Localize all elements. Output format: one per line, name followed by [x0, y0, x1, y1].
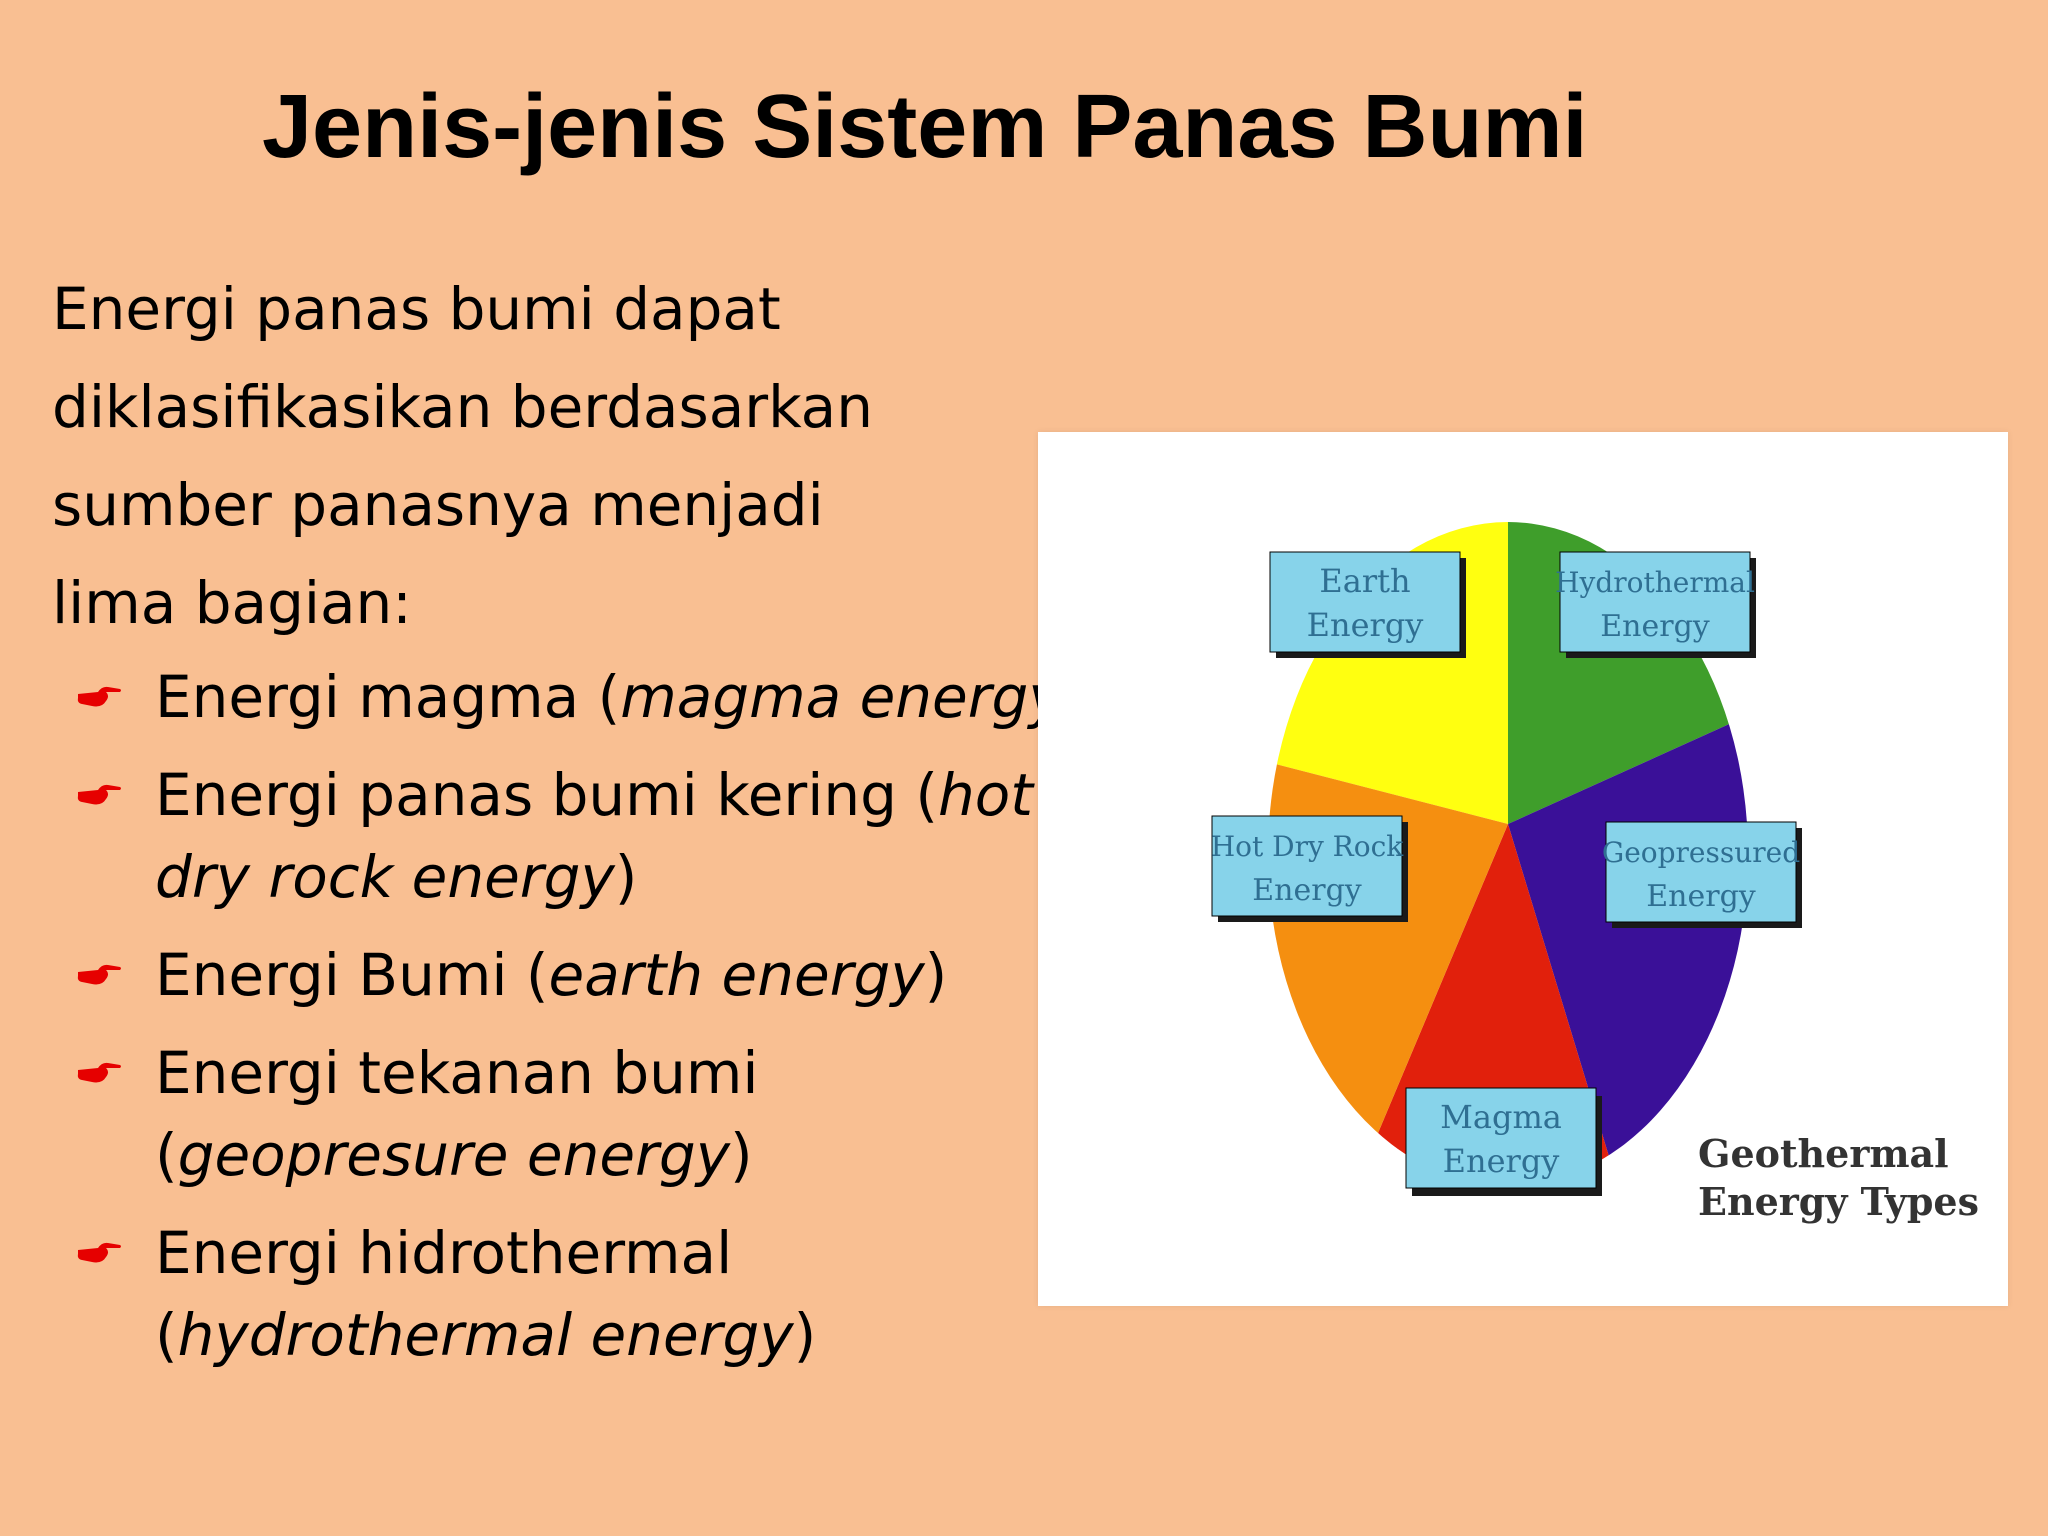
svg-text:Energy: Energy: [1646, 879, 1756, 914]
slide-title: Jenis-jenis Sistem Panas Bumi: [262, 77, 1588, 177]
energy-type-list: Energi magma (magma energy) Energi panas…: [0, 656, 1085, 1392]
pointing-hand-icon: [77, 686, 121, 707]
svg-text:Energy: Energy: [1252, 873, 1362, 908]
pointing-hand-icon: [77, 784, 121, 805]
svg-text:Hydrothermal: Hydrothermal: [1555, 566, 1755, 599]
geothermal-pie-diagram: Earth Energy Hydrothermal Energy Hot Dry…: [1211, 522, 1802, 1196]
list-item-geopressure-energy: Energi tekanan bumi (geopresure energy): [0, 1032, 1040, 1196]
label-geopressured-energy: Geopressured Energy: [1602, 821, 1802, 928]
svg-text:Energy: Energy: [1443, 1142, 1560, 1180]
svg-text:Geopressured: Geopressured: [1602, 836, 1800, 869]
svg-text:Earth: Earth: [1319, 562, 1410, 600]
pointing-hand-icon: [77, 964, 121, 985]
pointing-hand-icon: [77, 1062, 121, 1083]
svg-text:Energy: Energy: [1600, 609, 1710, 644]
list-item-hydrothermal-energy: Energi hidrothermal (hydrothermal energy…: [0, 1212, 1040, 1376]
label-magma-energy: Magma Energy: [1405, 1087, 1602, 1196]
svg-text:Energy: Energy: [1307, 606, 1424, 644]
svg-text:Magma: Magma: [1440, 1098, 1562, 1136]
list-item-magma-energy: Energi magma (magma energy): [0, 656, 1085, 738]
intro-line: sumber panasnya menjadi: [52, 471, 824, 539]
intro-line: diklasifikasikan berdasarkan: [52, 373, 873, 441]
label-earth-energy: Earth Energy: [1269, 551, 1466, 658]
list-item-earth-energy: Energi Bumi (earth energy): [0, 934, 1040, 1016]
geothermal-energy-types-figure: Earth Energy Hydrothermal Energy Hot Dry…: [1038, 432, 2008, 1306]
intro-line: Energi panas bumi dapat: [52, 275, 781, 343]
intro-paragraph: Energi panas bumi dapat diklasifikasikan…: [52, 260, 1032, 652]
figure-caption: Geothermal Energy Types: [1698, 1131, 1979, 1224]
svg-text:Hot Dry Rock: Hot Dry Rock: [1211, 830, 1405, 863]
list-item-hot-dry-rock-energy: Energi panas bumi kering (hot dry rock e…: [0, 754, 1040, 918]
pointing-hand-icon: [77, 1242, 121, 1263]
label-hydrothermal-energy: Hydrothermal Energy: [1555, 551, 1756, 658]
intro-line: lima bagian:: [52, 569, 412, 637]
label-hot-dry-rock-energy: Hot Dry Rock Energy: [1211, 815, 1408, 922]
